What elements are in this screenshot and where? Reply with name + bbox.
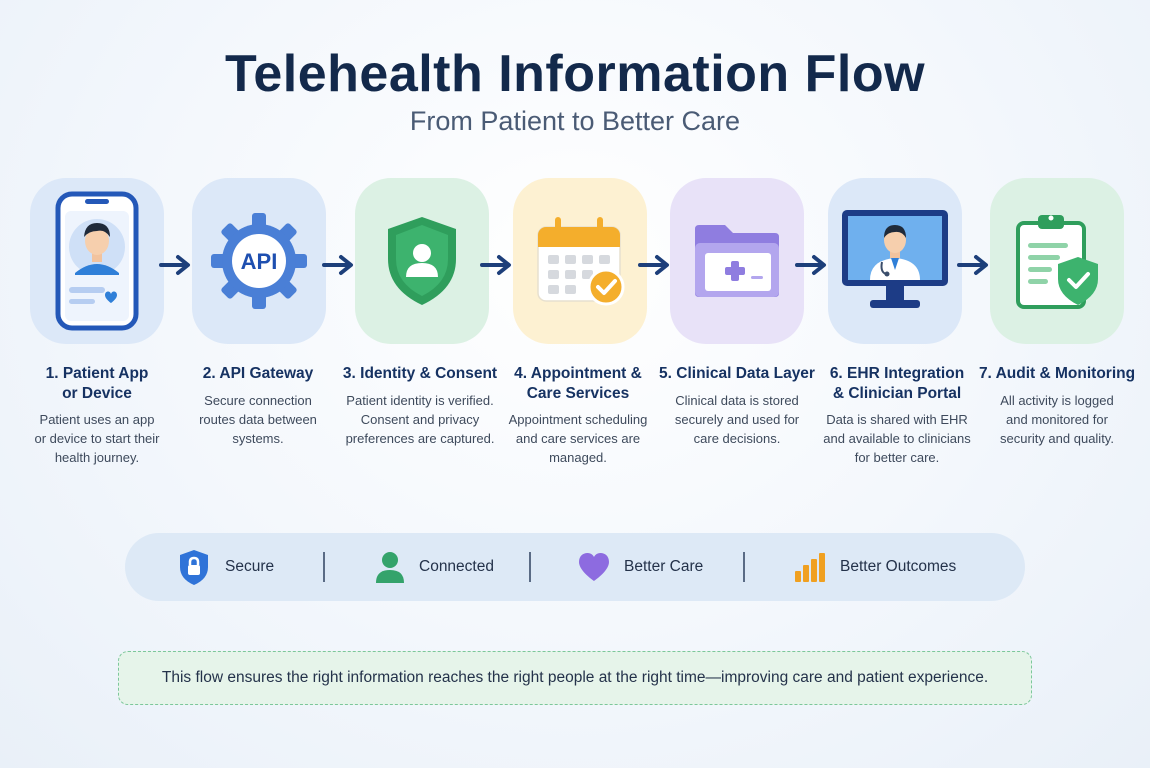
arrow-3-to-4 [480, 255, 511, 275]
step-7-title: 7. Audit & Monitoring [978, 365, 1136, 382]
page-title: Telehealth Information Flow [224, 45, 926, 103]
step-3-title: 3. Identity & Consent [342, 365, 498, 382]
step-4-title: 4. Appointment &Care Services [514, 365, 642, 402]
page-subtitle: From Patient to Better Care [409, 106, 741, 136]
step-3-description: Patient identity is verified.Consent and… [345, 393, 495, 446]
benefit-secure: Secure [177, 533, 274, 601]
benefit-better-care-label: Better Care [624, 558, 704, 575]
calendar-check-icon [537, 217, 625, 306]
step-2-title: 2. API Gateway [202, 365, 314, 382]
arrow-1-to-2 [159, 255, 190, 275]
step-4-tile [513, 178, 647, 344]
footer-note: This flow ensures the right information … [118, 651, 1032, 705]
benefit-better-outcomes: Better Outcomes [794, 533, 956, 601]
step-7-tile [990, 178, 1124, 344]
benefit-divider [323, 552, 325, 582]
arrow-6-to-7 [957, 255, 988, 275]
benefit-divider [529, 552, 531, 582]
person-icon [376, 552, 404, 583]
benefit-better-outcomes-label: Better Outcomes [840, 558, 957, 575]
lock-shield-icon [180, 550, 208, 585]
step-2-tile: API [192, 178, 326, 344]
step-6-title: 6. EHR Integration& Clinician Portal [829, 365, 965, 402]
benefits-bar: Secure Connected Better Care Better Outc… [125, 533, 1025, 601]
step-5-title: 5. Clinical Data Layer [659, 365, 815, 382]
bar-chart-icon [795, 553, 825, 582]
benefit-secure-label: Secure [225, 558, 275, 575]
clipboard-shield-icon [1016, 215, 1098, 309]
api-icon-text: API [241, 249, 278, 274]
arrow-2-to-3 [322, 255, 353, 275]
arrow-5-to-6 [795, 255, 826, 275]
step-5-tile [670, 178, 804, 344]
step-6-tile [828, 178, 962, 344]
benefit-divider [743, 552, 745, 582]
footer-text: This flow ensures the right information … [161, 669, 989, 686]
benefit-connected: Connected [375, 533, 494, 601]
step-3-tile [355, 178, 489, 344]
clinician-monitor-icon [842, 210, 948, 308]
step-1-tile [30, 178, 164, 344]
benefit-better-care: Better Care [578, 533, 703, 601]
benefit-connected-label: Connected [419, 558, 494, 575]
medical-folder-icon [695, 225, 779, 297]
smartphone-patient-icon [55, 191, 139, 331]
shield-user-icon [388, 217, 456, 305]
arrow-4-to-5 [638, 255, 669, 275]
api-gear-icon: API [211, 213, 307, 309]
heart-icon [579, 553, 609, 581]
